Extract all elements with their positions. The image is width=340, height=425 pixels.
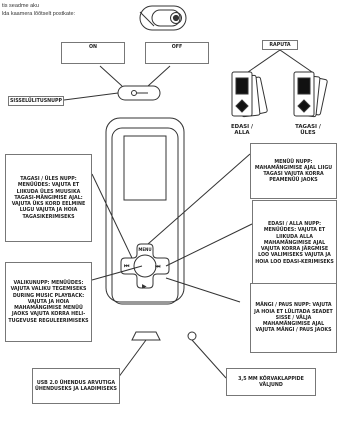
prev-arrow-icon: ⏮ bbox=[124, 263, 130, 270]
lock-icon-group bbox=[231, 71, 328, 118]
header-line-2: lda kaamera lõõtselt postkate: bbox=[2, 11, 76, 17]
select-callout: VALIKUNUPP: MENÜÜDES: VAJUTA VALIKU TEGE… bbox=[5, 262, 92, 342]
raputa-label: RAPUTA bbox=[262, 40, 298, 50]
next-direction-label: TAGASI / ÜLES bbox=[295, 124, 321, 137]
next-arrow-icon: ⏭ bbox=[155, 263, 161, 270]
forward-down-callout: EDASI / ALLA NUPP: MENÜÜDES: VAJUTA ET L… bbox=[252, 200, 337, 286]
menu-callout: MENÜÜ NUPP: MAHAMÄNGIMISE AJAL LIIGU TAG… bbox=[250, 143, 337, 199]
select-button bbox=[133, 254, 157, 278]
menu-button-label: MENU bbox=[138, 247, 152, 252]
headphone-callout: 3,5 MM KÕRVAKLAPPIDE VÄLJUND bbox=[226, 368, 316, 396]
header-line-1: tis seadme aku bbox=[2, 3, 39, 9]
device-screen bbox=[123, 135, 167, 201]
off-label: OFF bbox=[145, 42, 209, 64]
play-pause-callout: MÄNGI / PAUS NUPP: VAJUTA JA HOIA ET LÜL… bbox=[250, 283, 337, 353]
back-up-callout: TAGASI / ÜLES NUPP: MENÜÜDES: VAJUTA ET … bbox=[5, 154, 92, 242]
power-switch-label: SISSELÜLITUSNUPP bbox=[8, 96, 64, 106]
play-pause-icon: ▶ bbox=[142, 283, 147, 290]
on-label: ON bbox=[61, 42, 125, 64]
power-switch-icon bbox=[117, 85, 161, 101]
usb-callout: USB 2.0 ÜHENDUS ARVUTIGA ÜHENDUSEKS JA L… bbox=[32, 368, 120, 404]
toggle-switch-icon bbox=[139, 5, 187, 31]
prev-direction-label: EDASI / ALLA bbox=[230, 124, 254, 137]
